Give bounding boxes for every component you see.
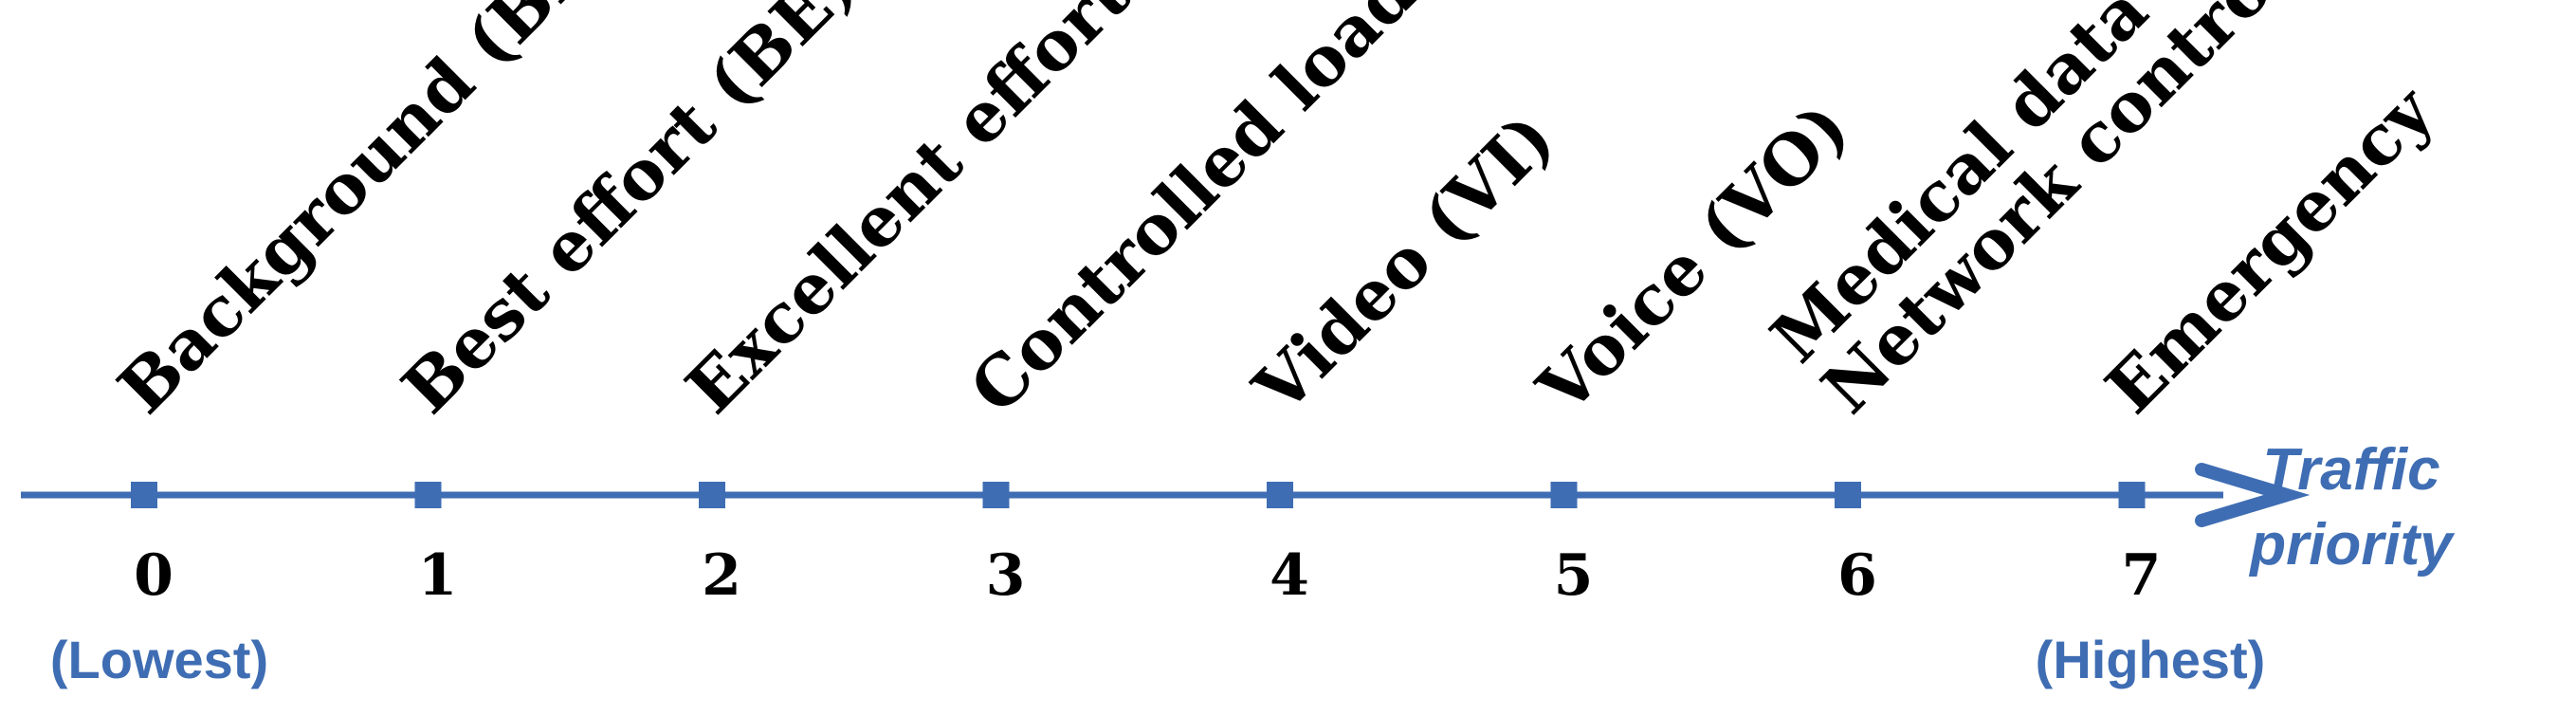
priority-number-3: 3 (986, 542, 1026, 609)
priority-marker-1 (414, 482, 442, 508)
priority-number-4: 4 (1270, 542, 1309, 609)
priority-number-1: 1 (418, 542, 458, 609)
priority-number-6: 6 (1837, 542, 1877, 609)
lowest-label: (Lowest) (50, 630, 268, 689)
priority-marker-2 (699, 482, 725, 508)
axis-title-line-2: priority (2248, 512, 2456, 578)
priority-number-7: 7 (2122, 542, 2162, 609)
axis-arrowhead-icon (2195, 463, 2311, 527)
axis-title-line-1: Traffic (2262, 437, 2439, 503)
priority-marker-3 (982, 482, 1010, 508)
priority-marker-4 (1267, 482, 1293, 508)
priority-number-5: 5 (1554, 542, 1594, 609)
priority-marker-7 (2118, 482, 2146, 508)
priority-marker-0 (131, 482, 157, 508)
priority-marker-6 (1835, 482, 1861, 508)
priority-number-0: 0 (134, 542, 174, 609)
priority-number-2: 2 (702, 542, 741, 609)
priority-marker-5 (1550, 482, 1578, 508)
highest-label: (Highest) (2036, 630, 2266, 689)
